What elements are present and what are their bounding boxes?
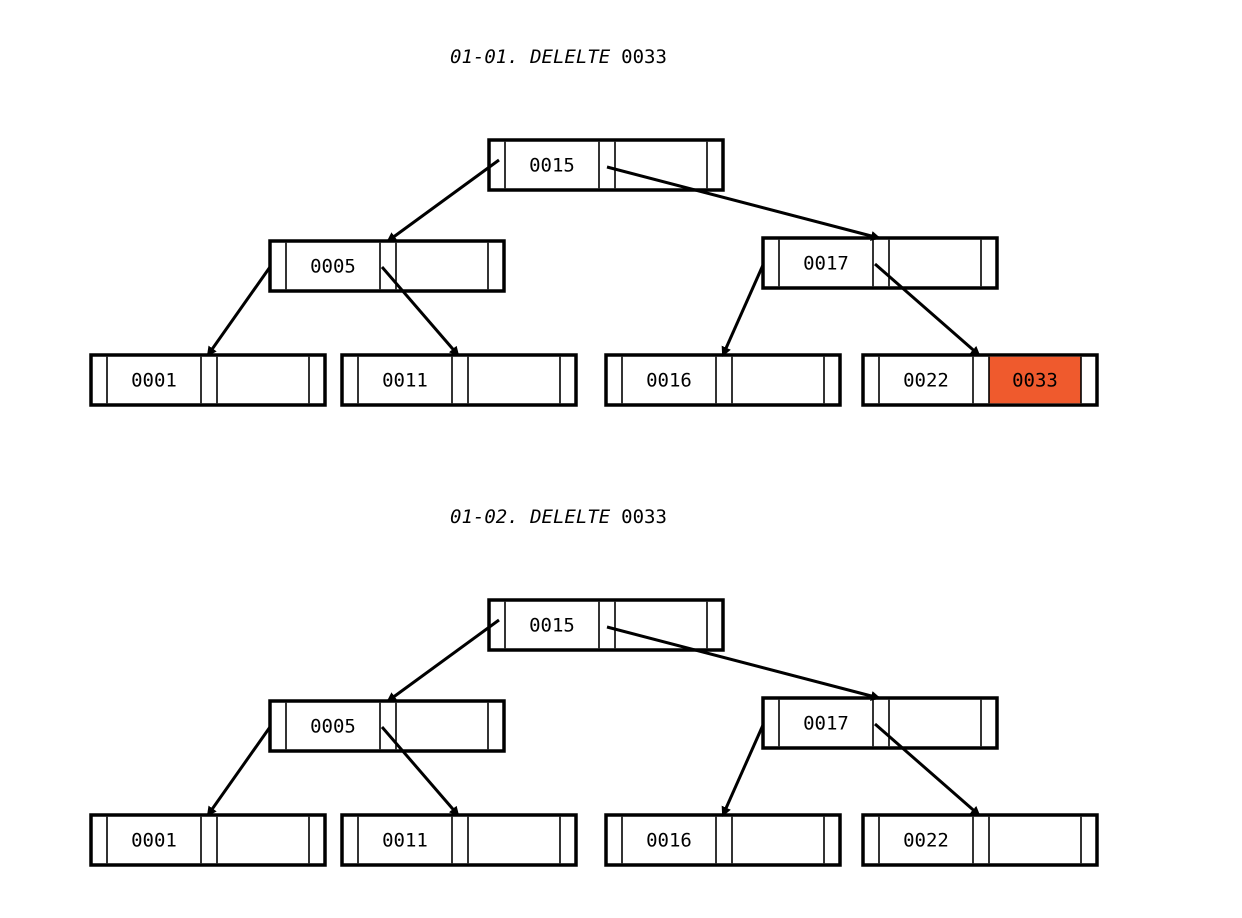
edges <box>206 618 981 817</box>
edges <box>206 158 981 357</box>
btree-node-leaf2: 0011 <box>340 353 578 407</box>
node-key-label: 0005 <box>310 716 356 738</box>
edge-arrow <box>721 724 765 817</box>
node-key-label: 0015 <box>529 155 575 177</box>
edge-arrow <box>721 264 765 357</box>
panel-2: 01-02. DELELTE 0033 0015 0005 0017 0001 0011 00… <box>89 506 1099 867</box>
btree-node-root: 0015 <box>487 598 725 652</box>
node-key-label: 0001 <box>131 830 177 852</box>
btree-node-leaf2: 0011 <box>340 813 578 867</box>
node-box <box>761 696 999 750</box>
panel-title-prefix: 01-01. DELELTE <box>450 46 611 68</box>
panel-title: 01-02. DELELTE 0033 <box>450 506 667 528</box>
node-key-label: 0022 <box>903 830 949 852</box>
panel-title-prefix: 01-02. DELELTE <box>450 506 611 528</box>
edge-arrow <box>206 726 272 817</box>
btree-node-right: 0017 <box>761 696 999 750</box>
node-box <box>861 813 1099 867</box>
node-box <box>604 353 842 407</box>
highlighted-key-slot <box>989 356 1081 404</box>
node-box <box>340 353 578 407</box>
edge-arrow <box>874 722 981 817</box>
node-box <box>487 138 725 192</box>
node-key-label: 0005 <box>310 256 356 278</box>
panel-1: 01-01. DELELTE 0033 0015 0005 0017 0001 0011 00… <box>89 46 1099 407</box>
btree-node-right: 0017 <box>761 236 999 290</box>
panel-title-value: 0033 <box>621 506 667 528</box>
btree-node-leaf4: 0022 0033 <box>861 353 1099 407</box>
edge-arrow <box>606 625 881 701</box>
node-key-label: 0011 <box>382 830 428 852</box>
btree-node-left: 0005 <box>268 699 506 753</box>
edge-arrow <box>386 618 500 703</box>
edge-arrow <box>386 158 500 243</box>
btree-node-left: 0005 <box>268 239 506 293</box>
node-box <box>340 813 578 867</box>
panel-title-value: 0033 <box>621 46 667 68</box>
node-key-label: 0033 <box>1012 370 1058 392</box>
edge-arrow <box>606 165 881 241</box>
node-key-label: 0017 <box>803 713 849 735</box>
node-key-label: 0015 <box>529 615 575 637</box>
node-key-label: 0016 <box>646 370 692 392</box>
node-box <box>604 813 842 867</box>
btree-node-leaf3: 0016 <box>604 813 842 867</box>
node-box <box>487 598 725 652</box>
panel-title: 01-01. DELELTE 0033 <box>450 46 667 68</box>
node-box <box>761 236 999 290</box>
edge-arrow <box>874 262 981 357</box>
node-key-label: 0022 <box>903 370 949 392</box>
btree-node-leaf1: 0001 <box>89 813 327 867</box>
edge-arrow <box>380 726 460 817</box>
node-key-label: 0011 <box>382 370 428 392</box>
btree-node-leaf3: 0016 <box>604 353 842 407</box>
node-key-label: 0001 <box>131 370 177 392</box>
panels-layer: 01-01. DELELTE 0033 0015 0005 0017 0001 0011 00… <box>89 46 1099 867</box>
node-box <box>89 353 327 407</box>
node-box <box>89 813 327 867</box>
btree-node-root: 0015 <box>487 138 725 192</box>
btree-node-leaf1: 0001 <box>89 353 327 407</box>
edge-arrow <box>380 266 460 357</box>
node-box <box>268 239 506 293</box>
edge-arrow <box>206 266 272 357</box>
node-key-label: 0017 <box>803 253 849 275</box>
node-box <box>268 699 506 753</box>
node-key-label: 0016 <box>646 830 692 852</box>
btree-node-leaf4: 0022 <box>861 813 1099 867</box>
